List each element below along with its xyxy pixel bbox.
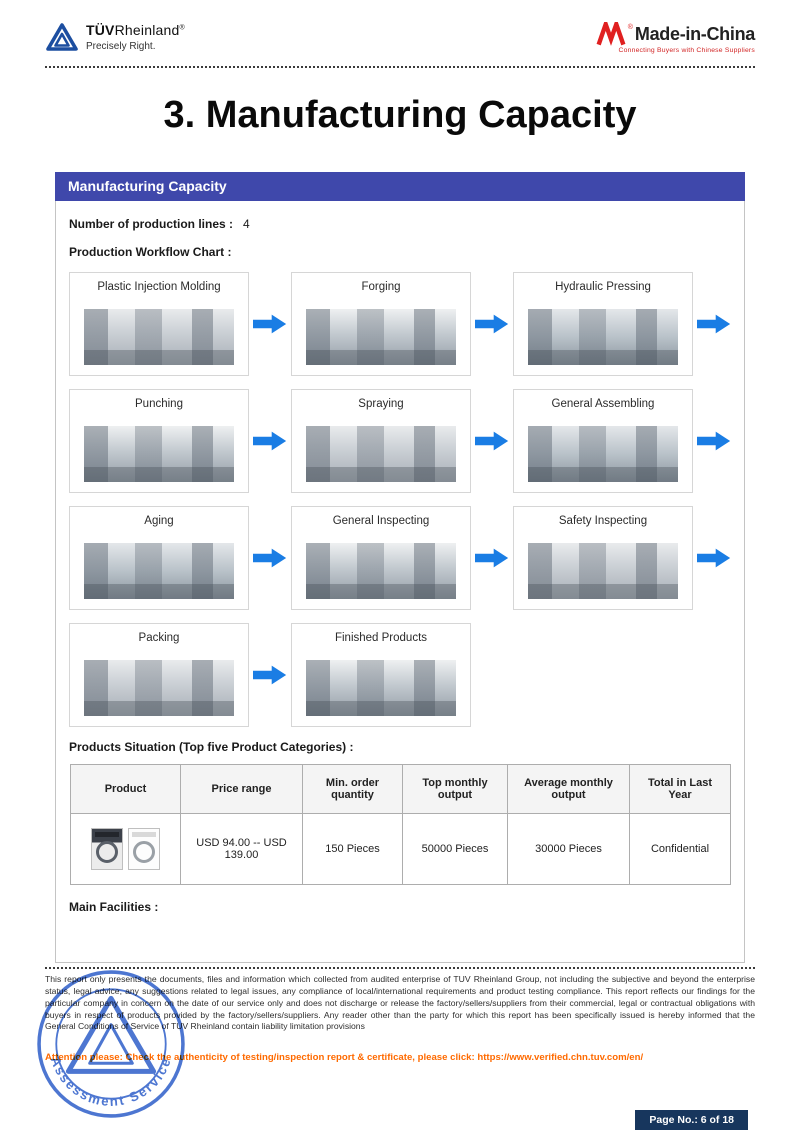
production-lines-value: 4 — [243, 217, 250, 231]
arrow-right-icon — [475, 314, 509, 334]
total-last-year-cell: Confidential — [629, 813, 731, 885]
table-header-cell: Average monthly output — [507, 764, 630, 814]
manufacturing-capacity-section: Manufacturing Capacity Number of product… — [55, 172, 745, 963]
workflow-row: Aging General Inspecting Safety Inspecti… — [69, 506, 731, 610]
workflow-photo — [306, 309, 456, 365]
workflow-step-label: Finished Products — [334, 632, 428, 644]
attention-note: Attention please: Check the authenticity… — [45, 1052, 755, 1063]
min-order-cell: 150 Pieces — [302, 813, 403, 885]
workflow-step: Spraying — [291, 389, 471, 493]
table-header-cell: Top monthly output — [402, 764, 508, 814]
arrow-right-icon — [253, 665, 287, 685]
table-header-cell: Min. order quantity — [302, 764, 403, 814]
registered-mark: ® — [179, 24, 185, 32]
avg-monthly-cell: 30000 Pieces — [507, 813, 630, 885]
top-monthly-cell: 50000 Pieces — [402, 813, 508, 885]
arrow-right-icon — [475, 431, 509, 451]
workflow-step: Punching — [69, 389, 249, 493]
workflow-photo — [528, 309, 678, 365]
workflow-photo — [306, 426, 456, 482]
workflow-step: Plastic Injection Molding — [69, 272, 249, 376]
arrow-right-icon — [253, 314, 287, 334]
section-body: Number of production lines : 4 Production… — [55, 201, 745, 963]
workflow-step-label: Aging — [144, 515, 174, 527]
workflow-step: General Assembling — [513, 389, 693, 493]
table-header-row: Product Price range Min. order quantity … — [70, 764, 731, 814]
production-lines-row: Number of production lines : 4 — [69, 217, 731, 231]
section-header-bar: Manufacturing Capacity — [55, 172, 745, 201]
arrow-right-icon — [253, 548, 287, 568]
workflow-photo — [84, 543, 234, 599]
workflow-photo — [84, 660, 234, 716]
tuv-wordmark: TÜVRheinland® Precisely Right. — [86, 22, 185, 52]
table-header-cell: Price range — [180, 764, 303, 814]
verification-link[interactable]: https://www.verified.chn.tuv.com/en/ — [477, 1052, 644, 1063]
workflow-step-label: Safety Inspecting — [558, 515, 648, 527]
workflow-step-label: Hydraulic Pressing — [555, 281, 651, 293]
workflow-step-label: Punching — [135, 398, 183, 410]
arrow-right-icon — [697, 314, 731, 334]
workflow-step-label: Packing — [138, 632, 180, 644]
workflow-step: Finished Products — [291, 623, 471, 727]
table-header-cell: Total in Last Year — [629, 764, 731, 814]
workflow-row: Plastic Injection Molding Forging Hydrau… — [69, 272, 731, 376]
tuv-tagline: Precisely Right. — [86, 41, 156, 52]
workflow-step-label: Forging — [361, 281, 401, 293]
workflow-photo — [306, 660, 456, 716]
made-in-china-m-icon — [596, 22, 626, 46]
workflow-step: Packing — [69, 623, 249, 727]
workflow-step-label: General Assembling — [551, 398, 655, 410]
workflow-step-label: General Inspecting — [332, 515, 430, 527]
product-images-cell — [70, 813, 181, 885]
workflow-step-label: Spraying — [358, 398, 404, 410]
dotted-divider-top — [45, 66, 755, 68]
page-header: TÜVRheinland® Precisely Right. ® Made-in… — [45, 22, 755, 54]
arrow-right-icon — [697, 431, 731, 451]
products-table: Product Price range Min. order quantity … — [70, 764, 731, 885]
workflow-photo — [528, 426, 678, 482]
production-lines-label: Number of production lines : — [69, 217, 233, 231]
tuv-rheinland-logo: TÜVRheinland® Precisely Right. — [45, 22, 185, 52]
washing-machine-photo — [128, 828, 160, 870]
workflow-chart-label: Production Workflow Chart : — [69, 245, 232, 259]
workflow-photo — [306, 543, 456, 599]
disclaimer-text: This report only presents the documents,… — [45, 974, 755, 1032]
table-row: USD 94.00 -- USD 139.00 150 Pieces 50000… — [70, 813, 731, 885]
price-range-cell: USD 94.00 -- USD 139.00 — [180, 813, 303, 885]
workflow-step: Forging — [291, 272, 471, 376]
page-number-badge: Page No.: 6 of 18 — [635, 1110, 748, 1130]
workflow-photo — [528, 543, 678, 599]
made-in-china-logo: ® Made-in-China Connecting Buyers with C… — [596, 22, 755, 54]
tuv-triangle-icon — [46, 23, 78, 51]
workflow-row: Packing Finished Products — [69, 623, 731, 727]
workflow-photo — [84, 426, 234, 482]
tuv-brand-bold: TÜV — [86, 22, 115, 38]
table-header-cell: Product — [70, 764, 181, 814]
dotted-divider-bottom — [45, 967, 755, 969]
workflow-row: Punching Spraying General Assembling — [69, 389, 731, 493]
workflow-photo — [84, 309, 234, 365]
washing-machine-photo — [91, 828, 123, 870]
workflow-step: Hydraulic Pressing — [513, 272, 693, 376]
page-title: 3. Manufacturing Capacity — [163, 94, 637, 136]
workflow-step: Aging — [69, 506, 249, 610]
products-situation-label: Products Situation (Top five Product Cat… — [69, 740, 354, 754]
main-facilities-label: Main Facilities : — [69, 900, 159, 914]
workflow-step: Safety Inspecting — [513, 506, 693, 610]
attention-text: Attention please: Check the authenticity… — [45, 1052, 475, 1063]
workflow-step: General Inspecting — [291, 506, 471, 610]
arrow-right-icon — [697, 548, 731, 568]
arrow-right-icon — [253, 431, 287, 451]
tuv-brand-rest: Rheinland — [114, 22, 180, 38]
workflow-step-label: Plastic Injection Molding — [97, 281, 221, 293]
arrow-right-icon — [475, 548, 509, 568]
mic-wordmark: Made-in-China — [634, 23, 755, 44]
mic-tagline: Connecting Buyers with Chinese Suppliers — [618, 47, 755, 54]
registered-mark: ® — [627, 24, 633, 31]
